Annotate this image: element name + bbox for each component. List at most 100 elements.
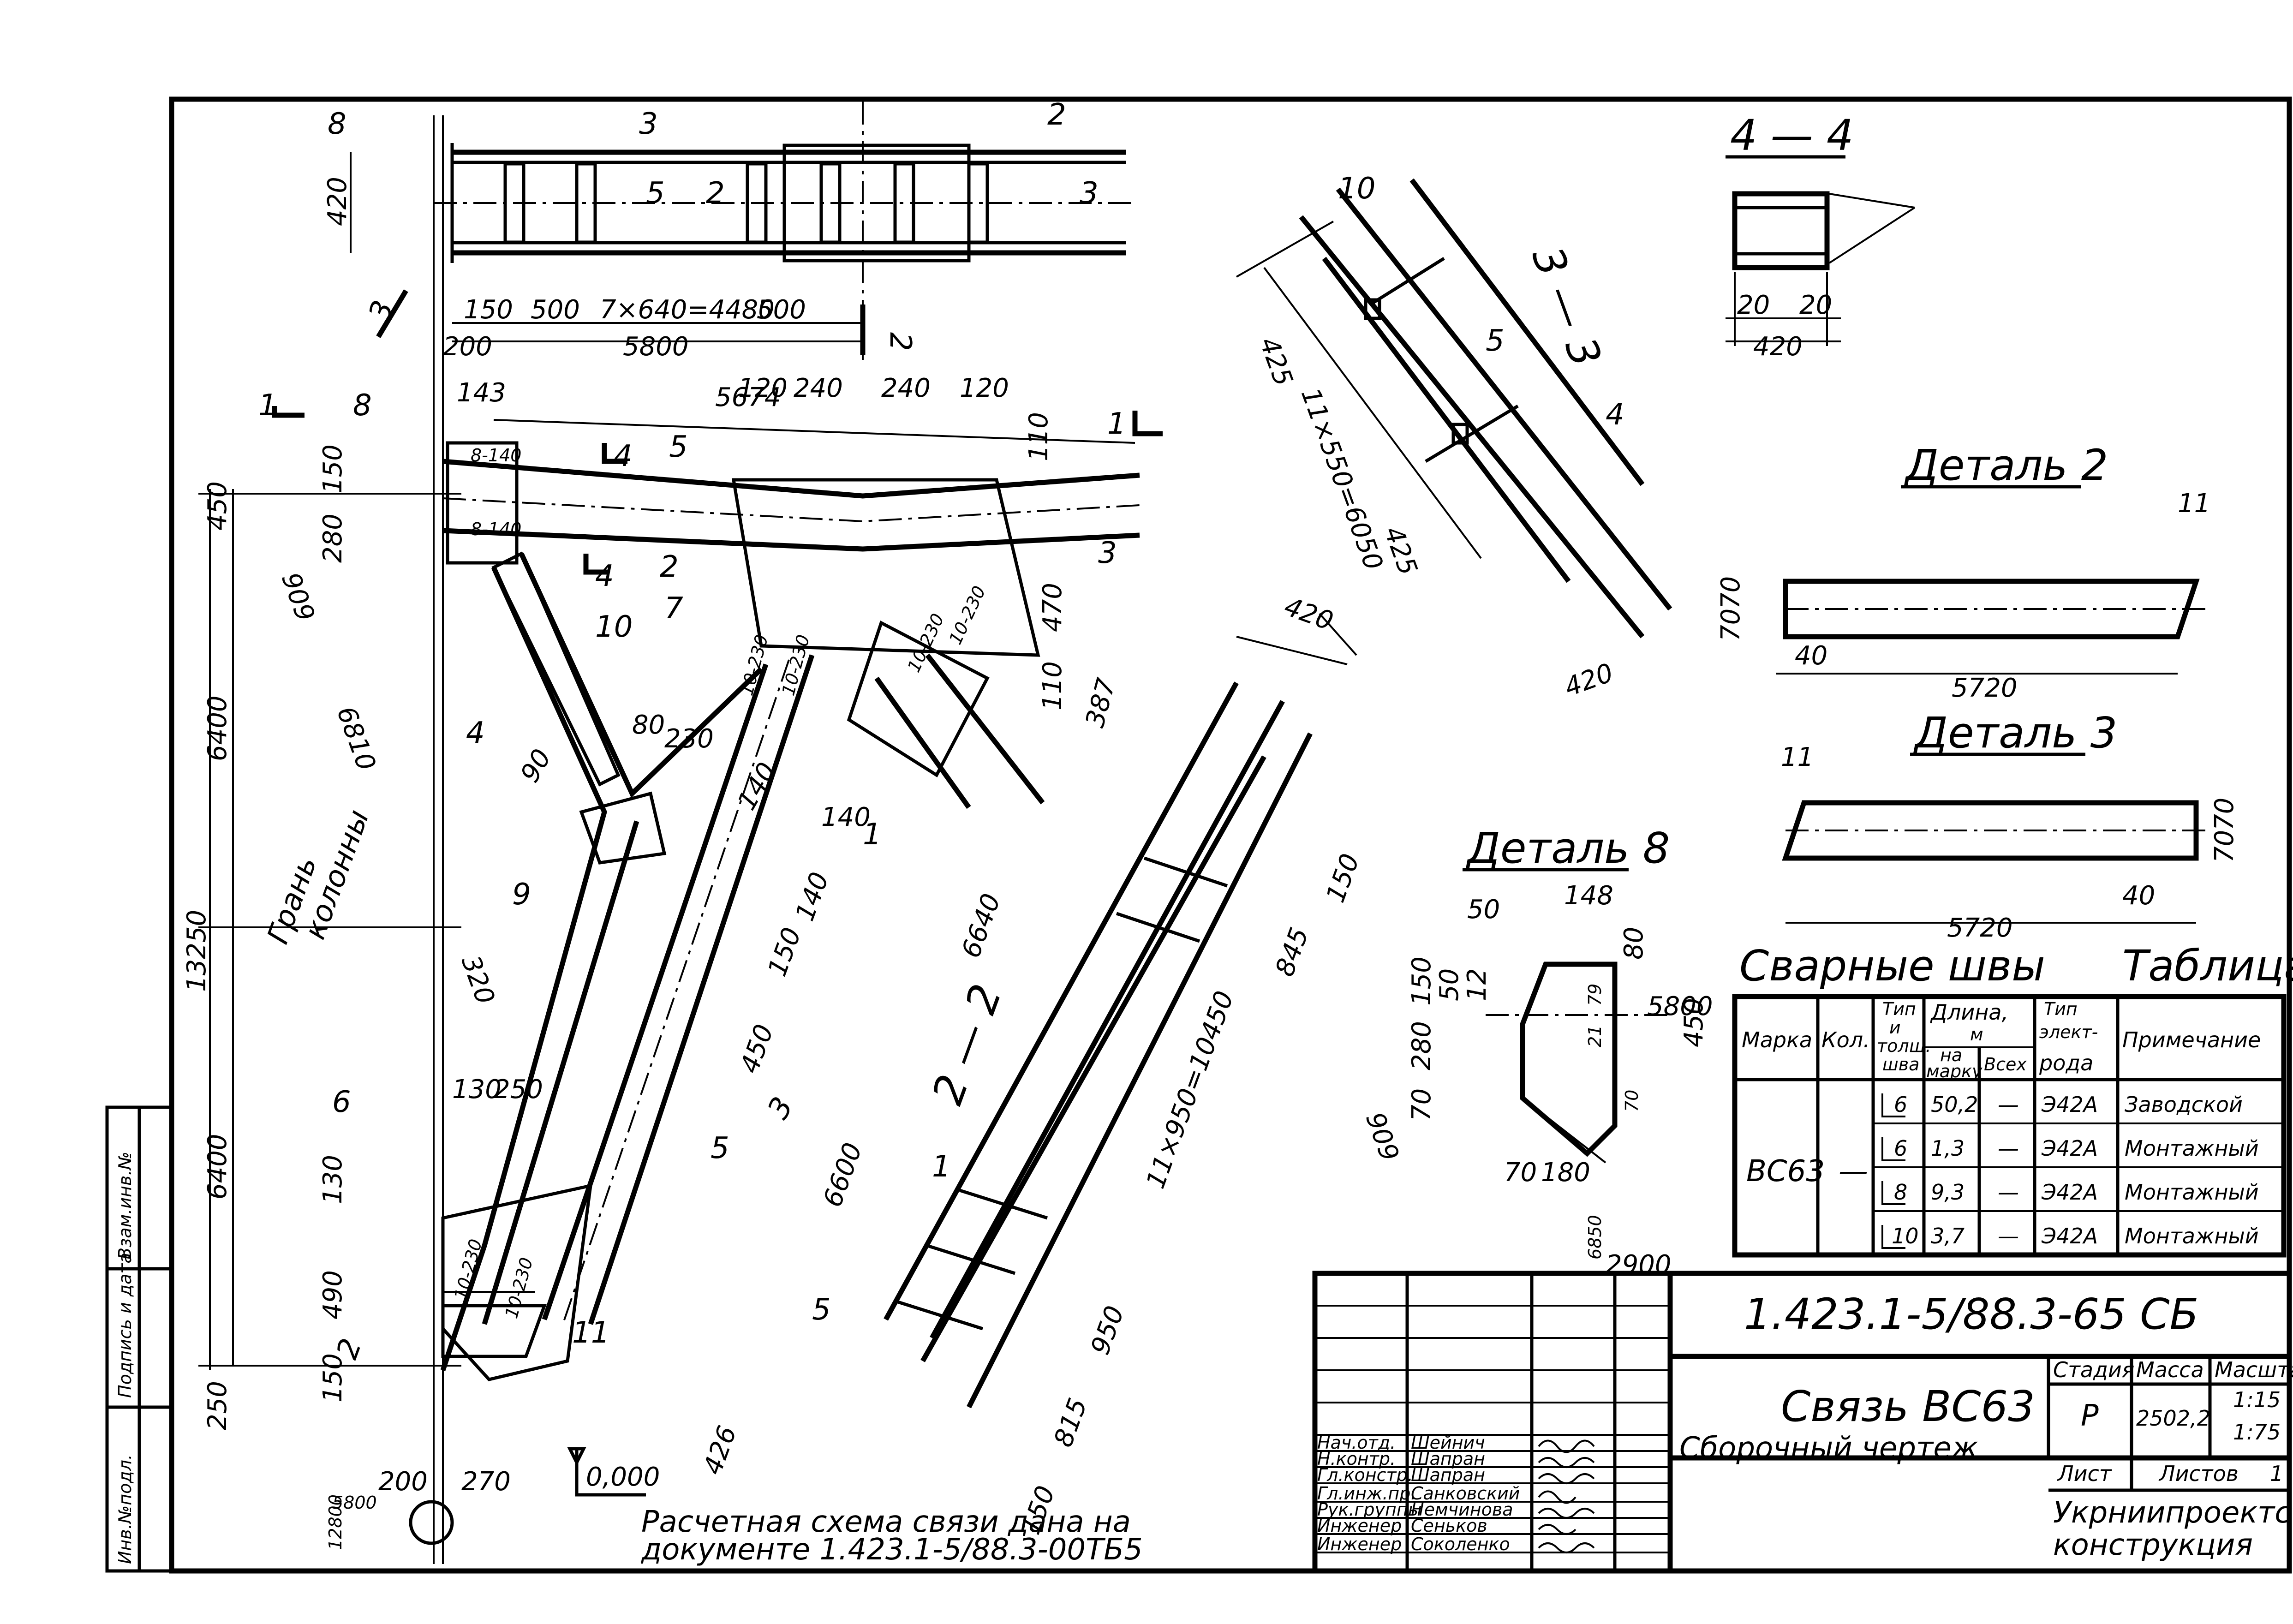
- th-elec3: рода: [2039, 1051, 2093, 1075]
- scale-label: Масштаб: [2215, 1357, 2293, 1382]
- weld-table: Сварные швы Таблица Марка Кол. Тип и тол…: [1732, 941, 2293, 1258]
- dim-6600: 6600: [818, 1139, 868, 1211]
- dim-150-s22a: 150: [1320, 850, 1366, 907]
- name-1: Шейнич: [1411, 1433, 1485, 1453]
- batten-plates: [503, 162, 989, 244]
- level-mark: 0,000: [567, 1447, 660, 1497]
- td-type: 8: [1894, 1180, 1907, 1205]
- title-sec44: 4 — 4: [1730, 111, 1854, 160]
- dim-70-d2b: 70: [1716, 609, 1746, 641]
- dim-5800-small: 5800: [332, 1493, 377, 1513]
- pos-9: 9: [512, 878, 531, 912]
- dim-6640: 6640: [956, 890, 1007, 962]
- dim-21-d8: 21: [1585, 1025, 1605, 1047]
- td-note: Заводской: [2125, 1092, 2243, 1117]
- title-det2: Деталь 2: [1904, 441, 2108, 490]
- sec-mark-1b: 1: [1107, 407, 1126, 441]
- dim-12-d8: 12: [1462, 968, 1492, 1001]
- detail-8: Деталь 8 148 50 80 150 50 12 280 70 909 …: [1360, 824, 1713, 1280]
- weld-row-4: 10 3,7 — Э42А Монтажный: [1881, 1224, 2259, 1249]
- dim-250: 250: [494, 1075, 543, 1105]
- role-6: Инженер: [1317, 1516, 1402, 1536]
- role-1: Нач.отд.: [1317, 1433, 1396, 1453]
- dim-140b: 140: [790, 868, 835, 925]
- dim-80: 80: [632, 710, 665, 740]
- th-lenmark1: на: [1940, 1045, 1962, 1065]
- td-all: —: [1998, 1092, 2019, 1117]
- dim-450: 450: [734, 1021, 780, 1077]
- td-type: 6: [1894, 1092, 1907, 1117]
- stage-label: Стадия: [2053, 1357, 2134, 1382]
- td-type: 10: [1892, 1224, 1919, 1248]
- dim-500: 500: [531, 295, 580, 325]
- dim-150: 150: [318, 444, 348, 494]
- dim-500b: 500: [757, 295, 806, 325]
- stage-value: Р: [2081, 1399, 2099, 1433]
- dim-115a: 140: [821, 802, 871, 832]
- dim-70a-d8: 70: [1407, 1088, 1437, 1121]
- pos-5-low: 5: [711, 1131, 729, 1165]
- dim-5720-d3: 5720: [1947, 913, 2013, 943]
- th-type1: Тип: [1882, 999, 1916, 1019]
- pos-4-s33: 4: [1606, 398, 1624, 432]
- dim-20a: 20: [1737, 290, 1770, 320]
- td-len: 50,2: [1931, 1092, 1978, 1117]
- mass-value: 2502,2: [2136, 1406, 2210, 1431]
- dim-426: 426: [698, 1422, 743, 1479]
- side-stamp: Инв.№подл. Подпись и дата Взам.инв.№: [105, 1105, 173, 1573]
- dim-40-d3: 40: [2122, 881, 2155, 911]
- dim-70b-d8: 70: [1504, 1158, 1537, 1188]
- dim-80-d8: 80: [1619, 927, 1649, 960]
- dim-6850-d8: 6850: [1585, 1215, 1605, 1260]
- dim-200b: 200: [378, 1467, 428, 1497]
- sec-mark-4a: 4: [614, 439, 633, 473]
- role-3: Гл.констр.: [1317, 1465, 1413, 1485]
- title-det3: Деталь 3: [1913, 708, 2117, 758]
- pos-5-s44: 5: [1486, 324, 1505, 358]
- pos-5: 5: [669, 430, 688, 464]
- weld-row-3: 8 9,3 — Э42А Монтажный: [1881, 1180, 2259, 1205]
- dim-815: 815: [1048, 1394, 1093, 1451]
- dim-13250: 13250: [182, 910, 212, 992]
- td-elec: Э42А: [2041, 1224, 2098, 1248]
- pos-1: 1: [863, 818, 882, 852]
- dim-70-d3a: 70: [2209, 798, 2239, 830]
- td-len: 3,7: [1931, 1224, 1965, 1248]
- dim-4480: 7×640=4480: [600, 295, 775, 325]
- th-all: Всех: [1984, 1054, 2027, 1075]
- td-note: Монтажный: [2125, 1180, 2259, 1205]
- td-elec: Э42А: [2041, 1136, 2098, 1161]
- weld-row-1: 6 50,2 — Э42А Заводской: [1881, 1092, 2243, 1117]
- dim-70c-d8: 70: [1622, 1090, 1642, 1112]
- dim-490: 490: [318, 1270, 348, 1320]
- pos-3-right: 3: [1080, 176, 1099, 210]
- sheets-label: Листов: [2158, 1461, 2239, 1486]
- th-elec2: элект-: [2039, 1022, 2098, 1042]
- role-5: Рук.группы: [1317, 1499, 1422, 1520]
- dim-6050: 11×550=6050: [1295, 384, 1389, 574]
- stamp-sign: Подпись и дата: [115, 1253, 135, 1398]
- th-qty: Кол.: [1821, 1027, 1870, 1052]
- dim-5800: 5800: [623, 332, 689, 362]
- pos-5-s22: 5: [812, 1293, 831, 1327]
- dim-120b: 120: [960, 373, 1009, 403]
- name-4: Санковский: [1411, 1483, 1520, 1504]
- dim-70-d2a: 70: [1716, 576, 1746, 609]
- stamp-replace: Взам.инв.№: [115, 1152, 135, 1260]
- th-lenmark2: марку: [1926, 1061, 1982, 1081]
- weld-row-2: 6 1,3 — Э42А Монтажный: [1881, 1136, 2259, 1161]
- dim-10450: 11×950=10450: [1141, 987, 1240, 1193]
- plate-label-4: 10-230: [945, 583, 990, 648]
- td-qty: —: [1839, 1154, 1868, 1188]
- dim-5800-d8: 5800: [1647, 991, 1713, 1021]
- dim-270: 270: [461, 1467, 511, 1497]
- mass-label: Масса: [2136, 1357, 2204, 1382]
- dim-50-d8: 50: [1467, 895, 1500, 925]
- td-type: 6: [1894, 1136, 1907, 1161]
- dim-420-s44: 420: [1753, 332, 1803, 362]
- th-note: Примечание: [2122, 1027, 2261, 1052]
- level-value: 0,000: [586, 1462, 660, 1492]
- title-sec22: 2 — 2: [923, 978, 1011, 1111]
- org-line2: конструкция: [2053, 1528, 2253, 1562]
- plate-label-3: 10-230: [903, 610, 948, 675]
